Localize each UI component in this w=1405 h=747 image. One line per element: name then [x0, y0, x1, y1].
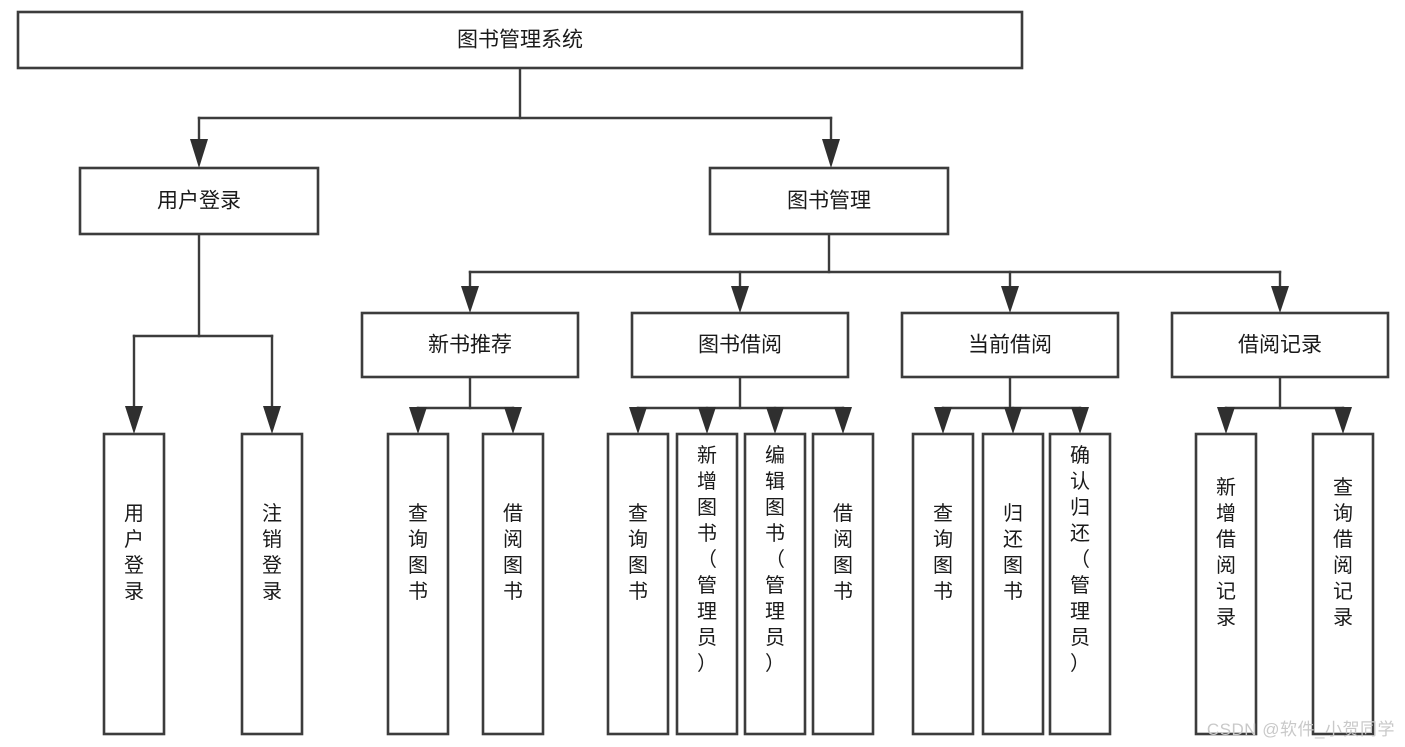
arrow-head-leaf-add-record	[1217, 407, 1235, 434]
leaf-node-user-login[interactable]: 用户登录	[102, 432, 166, 736]
leaf-node-logout[interactable]: 注销登录	[240, 432, 304, 736]
leaf-node-add-borrow-record[interactable]: 新增借阅记录	[1194, 432, 1258, 736]
node-label-root: 图书管理系统	[457, 29, 583, 52]
leaf-label-add-borrow-record: 新增借阅记录	[1216, 476, 1236, 629]
node-box-book-management[interactable]	[708, 166, 950, 236]
leaf-label-query-borrow-record: 查询借阅记录	[1333, 476, 1353, 629]
leaf-label-confirm-return-admin: 确认归还（管理员）	[1070, 444, 1090, 675]
arrow-head-leaf-query-book-1	[409, 407, 427, 434]
node-box-root[interactable]	[16, 10, 1024, 70]
arrow-head-leaf-logout	[263, 406, 281, 434]
connector-layer	[125, 66, 1352, 434]
leaf-node-confirm-return-admin[interactable]: 确认归还（管理员）	[1048, 432, 1112, 736]
leaf-box-add-borrow-record[interactable]	[1194, 432, 1258, 736]
leaf-node-query-book-newbook[interactable]: 查询图书	[386, 432, 450, 736]
leaf-label-borrow-book-newbook: 借阅图书	[503, 502, 523, 603]
leaf-node-borrow-book-newbook[interactable]: 借阅图书	[481, 432, 545, 736]
arrow-head-leaf-add-book	[698, 407, 716, 434]
node-root-system[interactable]: 图书管理系统	[16, 10, 1024, 70]
arrow-head-leaf-borrow-book-1	[504, 407, 522, 434]
node-box-borrow-record[interactable]	[1170, 311, 1390, 379]
arrow-head-leaf-return-book	[1004, 407, 1022, 434]
arrow-head-leaf-edit-book	[766, 407, 784, 434]
leaf-label-query-book-newbook: 查询图书	[408, 502, 428, 603]
leaf-node-query-borrow-record[interactable]: 查询借阅记录	[1311, 432, 1375, 736]
node-label-new-book-recommend: 新书推荐	[428, 334, 512, 357]
node-book-borrow[interactable]: 图书借阅	[630, 311, 850, 379]
leaf-label-return-book: 归还图书	[1003, 502, 1023, 603]
leaf-box-query-book-current[interactable]	[911, 432, 975, 736]
leaf-label-query-book-borrow: 查询图书	[628, 502, 648, 603]
arrow-head-user-login	[190, 139, 208, 168]
node-label-book-borrow: 图书借阅	[698, 334, 782, 357]
arrow-head-new-book-rec	[461, 286, 479, 313]
leaf-label-borrow-book: 借阅图书	[833, 502, 853, 603]
node-borrow-record[interactable]: 借阅记录	[1170, 311, 1390, 379]
leaf-box-confirm-return-admin[interactable]	[1048, 432, 1112, 736]
node-new-book-recommend[interactable]: 新书推荐	[360, 311, 580, 379]
arrow-head-leaf-confirm-return	[1071, 407, 1089, 434]
node-box-new-book-recommend[interactable]	[360, 311, 580, 379]
node-box-book-borrow[interactable]	[630, 311, 850, 379]
leaf-label-edit-book-admin: 编辑图书（管理员）	[765, 444, 785, 675]
leaf-box-query-book-borrow[interactable]	[606, 432, 670, 736]
leaf-box-logout[interactable]	[240, 432, 304, 736]
leaf-box-return-book[interactable]	[981, 432, 1045, 736]
leaf-node-borrow-book[interactable]: 借阅图书	[811, 432, 875, 736]
arrow-head-book-mgmt	[822, 139, 840, 168]
leaf-box-user-login[interactable]	[102, 432, 166, 736]
node-label-current-borrow: 当前借阅	[968, 334, 1052, 357]
leaf-box-add-book-admin[interactable]	[675, 432, 739, 736]
leaf-box-borrow-book[interactable]	[811, 432, 875, 736]
leaf-box-borrow-book-newbook[interactable]	[481, 432, 545, 736]
node-label-user-login: 用户登录	[157, 190, 241, 213]
leaf-box-query-book-newbook[interactable]	[386, 432, 450, 736]
leaf-node-add-book-admin[interactable]: 新增图书（管理员）	[675, 432, 739, 736]
leaf-label-user-login: 用户登录	[124, 503, 144, 603]
arrow-head-leaf-query-book-2	[629, 407, 647, 434]
leaf-label-add-book-admin: 新增图书（管理员）	[697, 444, 717, 675]
arrow-head-book-borrow	[731, 286, 749, 313]
leaf-box-edit-book-admin[interactable]	[743, 432, 807, 736]
leaf-node-edit-book-admin[interactable]: 编辑图书（管理员）	[743, 432, 807, 736]
leaf-label-logout: 注销登录	[262, 502, 282, 603]
arrow-head-borrow-record	[1271, 286, 1289, 313]
node-label-book-management: 图书管理	[787, 190, 871, 213]
arrow-head-leaf-borrow-book-2	[834, 407, 852, 434]
node-box-current-borrow[interactable]	[900, 311, 1120, 379]
leaf-label-query-book-current: 查询图书	[933, 502, 953, 603]
arrow-head-current-borrow	[1001, 286, 1019, 313]
leaf-node-query-book-current[interactable]: 查询图书	[911, 432, 975, 736]
leaf-node-return-book[interactable]: 归还图书	[981, 432, 1045, 736]
node-book-management[interactable]: 图书管理	[708, 166, 950, 236]
arrow-head-leaf-user-login	[125, 406, 143, 434]
arrow-head-leaf-query-record	[1334, 407, 1352, 434]
leaf-box-query-borrow-record[interactable]	[1311, 432, 1375, 736]
node-label-borrow-record: 借阅记录	[1238, 334, 1322, 357]
node-box-user-login[interactable]	[78, 166, 320, 236]
leaf-node-query-book-borrow[interactable]: 查询图书	[606, 432, 670, 736]
node-current-borrow[interactable]: 当前借阅	[900, 311, 1120, 379]
arrow-head-leaf-query-book-3	[934, 407, 952, 434]
node-user-login[interactable]: 用户登录	[78, 166, 320, 236]
csdn-watermark: CSDN @软件_小贺同学	[1206, 720, 1395, 739]
